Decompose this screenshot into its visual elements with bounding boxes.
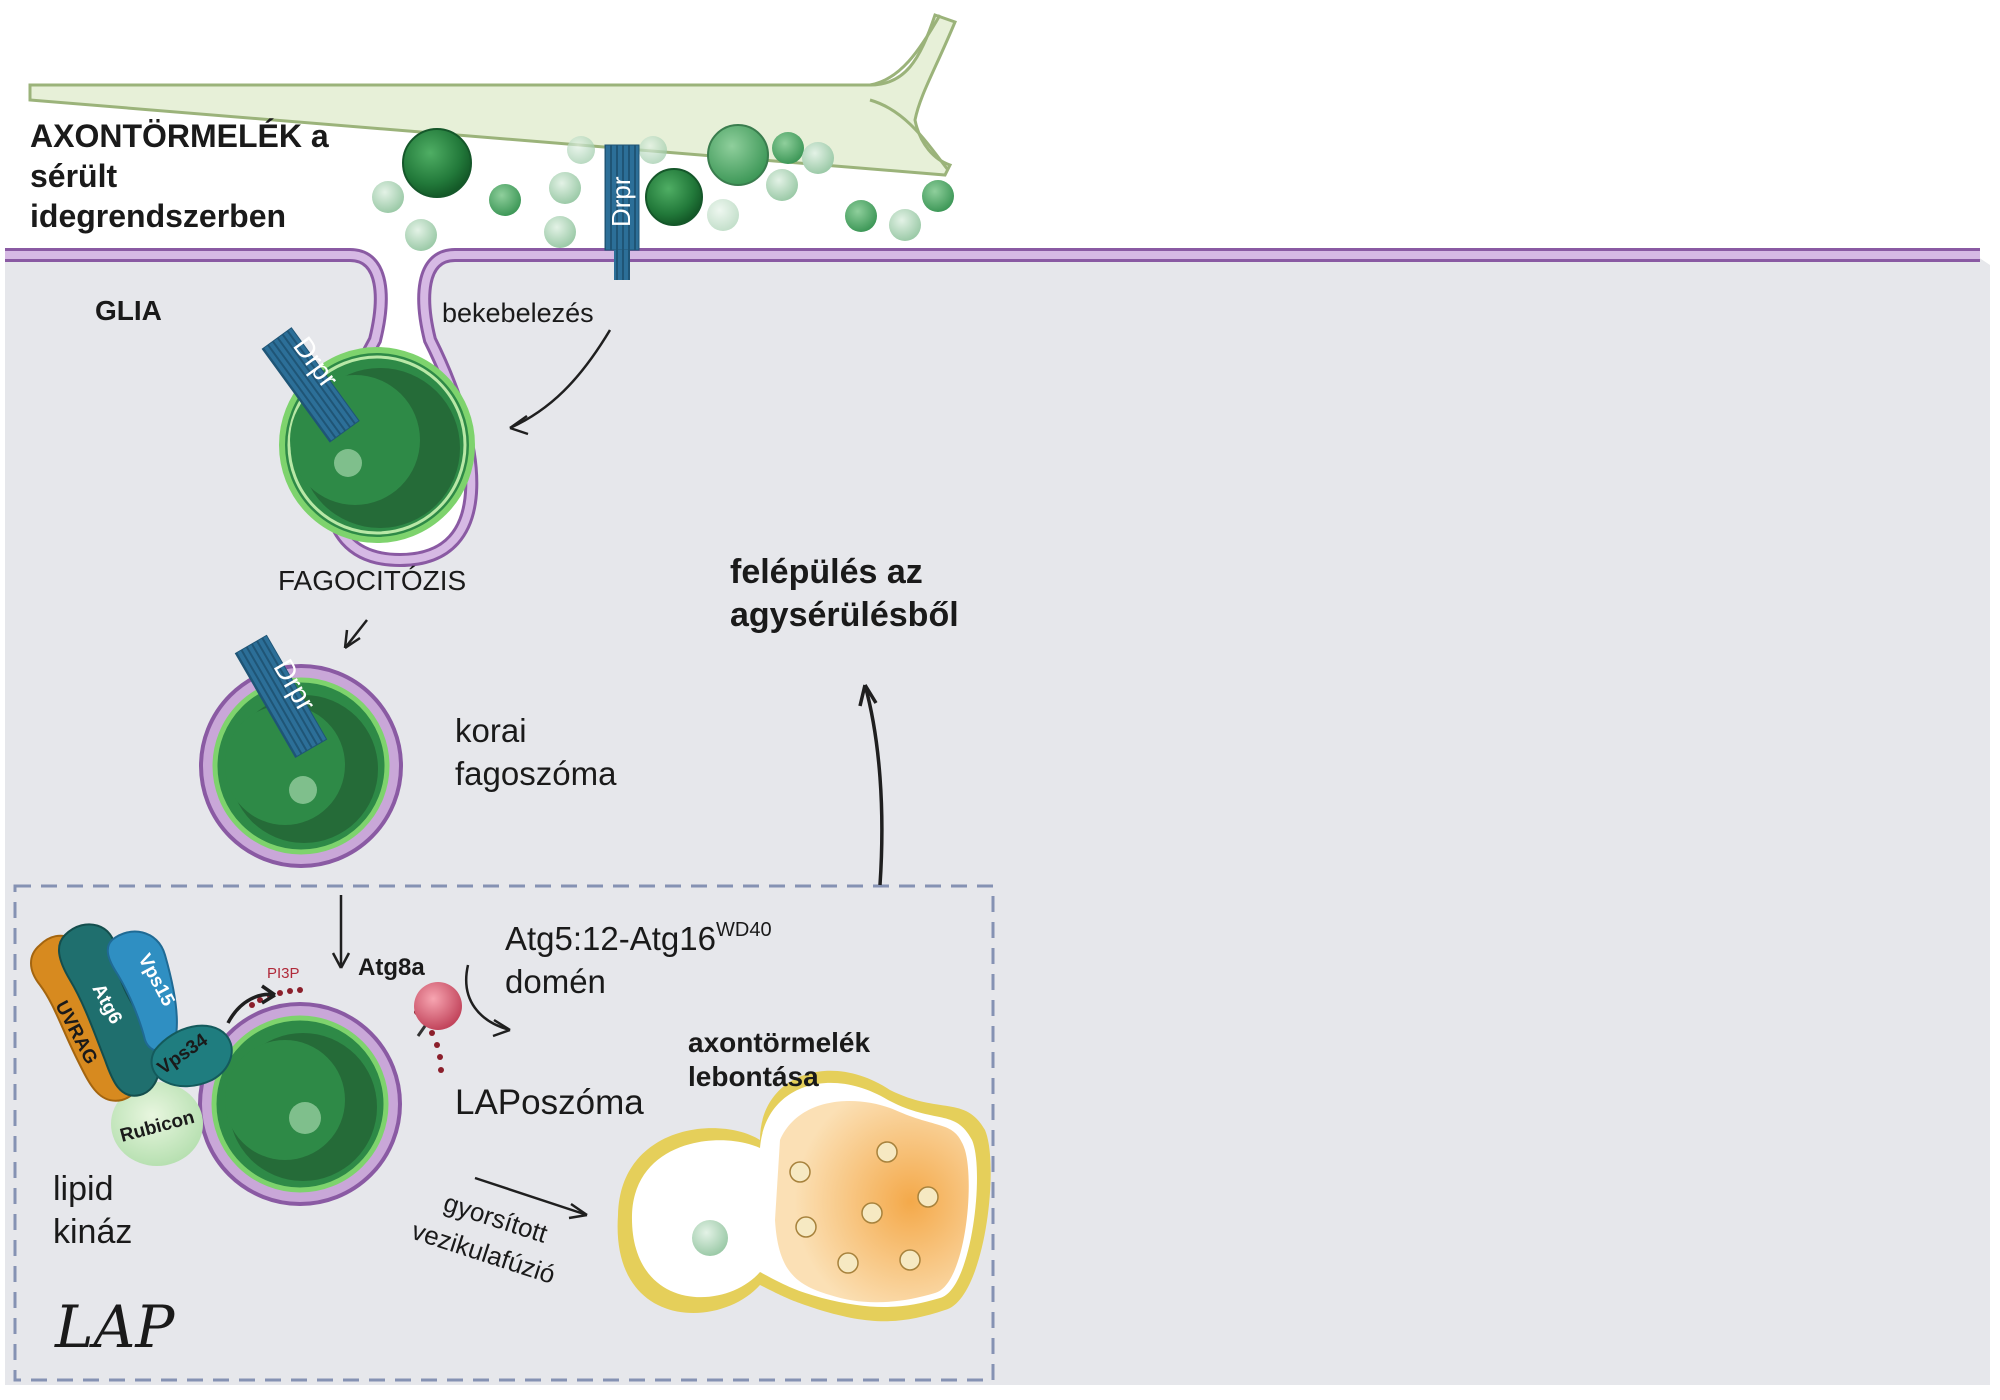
axon-debris-title-2: sérült	[30, 158, 117, 194]
hydrolase-enzymes	[789, 1141, 939, 1274]
debris-particle	[707, 124, 769, 186]
early-phagosome	[199, 664, 403, 868]
debris-particle	[645, 168, 703, 226]
debris-particle	[802, 142, 834, 174]
debris-particle	[549, 172, 581, 204]
axon-debris	[372, 124, 954, 251]
laposome	[198, 1002, 402, 1206]
debris-particle	[489, 184, 521, 216]
engulfment-label: bekebelezés	[442, 298, 594, 328]
pi3p-dots	[249, 987, 303, 1008]
atg8a-label: Atg8a	[358, 954, 425, 981]
glia-label: GLIA	[95, 295, 162, 326]
early-phagosome-label-2: fagoszóma	[455, 755, 617, 792]
debris-particle	[889, 209, 921, 241]
atg16-arrow	[465, 964, 511, 1032]
glia-membrane-inner	[5, 251, 1980, 565]
atg16-protein	[414, 982, 462, 1037]
debris-particle	[766, 169, 798, 201]
lipid-kinase-label-1: lipid	[53, 1170, 113, 1208]
drpr-label: Drpr	[606, 176, 636, 227]
debris-particle	[544, 216, 576, 248]
lap-box	[13, 884, 995, 1382]
debris-particle	[707, 199, 739, 231]
fusion-arrow	[474, 1176, 588, 1217]
recovery-label-1: felépülés az	[730, 553, 923, 591]
early-phagosome-label-1: korai	[455, 712, 527, 749]
axon-branch	[869, 14, 950, 171]
lipid-kinase-label-2: kináz	[53, 1213, 132, 1251]
lysosome-fusion	[617, 1070, 991, 1322]
laposome-label: LAPoszóma	[455, 1083, 644, 1122]
debris-particle	[567, 136, 595, 164]
debris-particle	[845, 200, 877, 232]
atg5-superscript: WD40	[716, 919, 772, 941]
vps34-protein	[150, 1024, 233, 1088]
debris-particle	[372, 181, 404, 213]
pi3p-label: PI3P	[267, 965, 300, 982]
arrows	[226, 329, 884, 1220]
debris-particle	[639, 136, 667, 164]
recovery-arrow	[863, 684, 884, 886]
atg5-main: Atg5:12-Atg16	[505, 920, 716, 957]
axon-debris-title-1: AXONTÖRMELÉK a	[30, 118, 329, 154]
engulfment-arrow	[509, 329, 612, 430]
degradation-label-1: axontörmelék	[688, 1027, 870, 1058]
atg5-domain-label: domén	[505, 963, 606, 1000]
debris-particle	[402, 128, 472, 198]
axon-debris-title-3: idegrendszerben	[30, 198, 286, 234]
glia-cell	[5, 255, 1990, 1385]
lap-label: LAP	[54, 1293, 175, 1361]
atg5-complex-label: Atg5:12-Atg16WD40	[505, 919, 772, 957]
drpr-receptor-early: Drpr	[234, 634, 328, 758]
phagocytosis-arrow	[344, 619, 368, 649]
debris-particle	[772, 132, 804, 164]
debris-particle	[922, 180, 954, 212]
debris-particle	[405, 219, 437, 251]
recovery-label-2: agysérülésből	[730, 596, 959, 634]
phagocytosis-label: FAGOCITÓZIS	[278, 565, 466, 596]
lipid-kinase-complex: UVRAG Atg6 Vps15 Vps34 Rubicon	[30, 923, 233, 1166]
kinase-arrow	[226, 992, 276, 1024]
degradation-label-2: lebontása	[688, 1061, 819, 1092]
rubicon-protein	[111, 1082, 203, 1166]
drpr-receptor-membrane: Drpr	[604, 144, 640, 280]
